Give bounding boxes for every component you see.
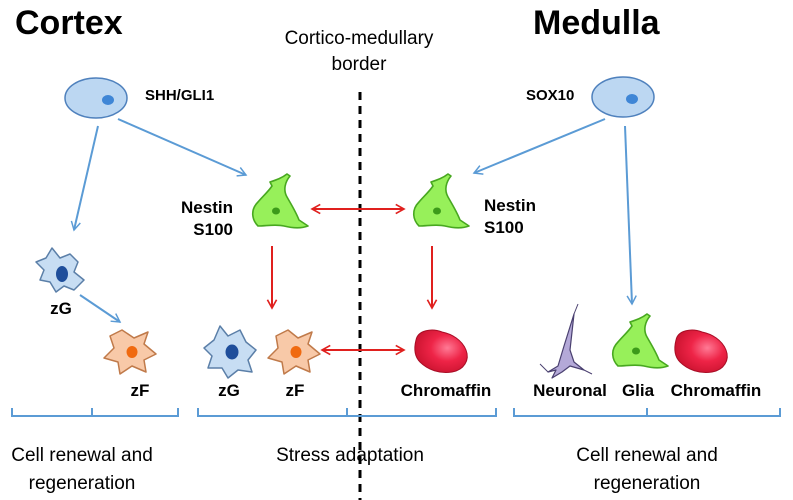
zf-label-left: zF bbox=[131, 381, 150, 400]
border-label-line2: border bbox=[332, 54, 388, 75]
cortex-progenitor-cell bbox=[64, 77, 128, 119]
zg-label-middle: zG bbox=[218, 381, 240, 400]
zf-cell-left bbox=[103, 329, 157, 375]
section-right-line2: regeneration bbox=[594, 473, 701, 494]
chromaffin-label-middle: Chromaffin bbox=[401, 381, 492, 400]
nestin-left-label-line2: S100 bbox=[193, 220, 233, 239]
nestin-right-label-line1: Nestin bbox=[484, 196, 536, 215]
chromaffin-label-right: Chromaffin bbox=[671, 381, 762, 400]
zf-cell-middle bbox=[267, 329, 321, 375]
section-middle: Stress adaptation bbox=[276, 445, 424, 466]
neuronal-label: Neuronal bbox=[533, 381, 607, 400]
glia-label: Glia bbox=[622, 381, 655, 400]
medulla-heading: Medulla bbox=[533, 4, 661, 42]
nestin-cell-left bbox=[251, 173, 309, 229]
nestin-right-label-line2: S100 bbox=[484, 218, 524, 237]
medulla-progenitor-cell bbox=[591, 76, 655, 118]
chromaffin-cell-middle bbox=[414, 329, 468, 373]
section-left-line2: regeneration bbox=[29, 473, 136, 494]
zg-label-left: zG bbox=[50, 299, 72, 318]
bracket-middle bbox=[197, 408, 497, 417]
zf-label-middle: zF bbox=[286, 381, 305, 400]
arrow-sox10-to-nestin-right bbox=[472, 118, 606, 175]
section-right-line1: Cell renewal and bbox=[576, 445, 718, 466]
glia-cell bbox=[611, 313, 669, 369]
medulla-marker-label: SOX10 bbox=[526, 87, 574, 104]
cortex-marker-label: SHH/GLI1 bbox=[145, 87, 214, 104]
arrow-sox10-to-glia bbox=[624, 125, 637, 306]
arrow-progenitor-to-nestin-left bbox=[117, 118, 248, 177]
bracket-left bbox=[11, 408, 179, 417]
bracket-right bbox=[513, 408, 781, 417]
nestin-left-label-line1: Nestin bbox=[181, 198, 233, 217]
border-label-line1: Cortico-medullary bbox=[285, 28, 434, 49]
nestin-cell-right bbox=[412, 173, 470, 229]
neuronal-cell bbox=[539, 303, 593, 379]
cortex-heading: Cortex bbox=[15, 4, 123, 42]
arrow-zg-to-zf bbox=[79, 294, 122, 323]
arrow-progenitor-to-zg bbox=[70, 125, 99, 232]
chromaffin-cell-right bbox=[674, 329, 728, 373]
zg-cell-left bbox=[35, 247, 85, 293]
section-left-line1: Cell renewal and bbox=[11, 445, 153, 466]
zg-cell-middle bbox=[203, 325, 257, 379]
